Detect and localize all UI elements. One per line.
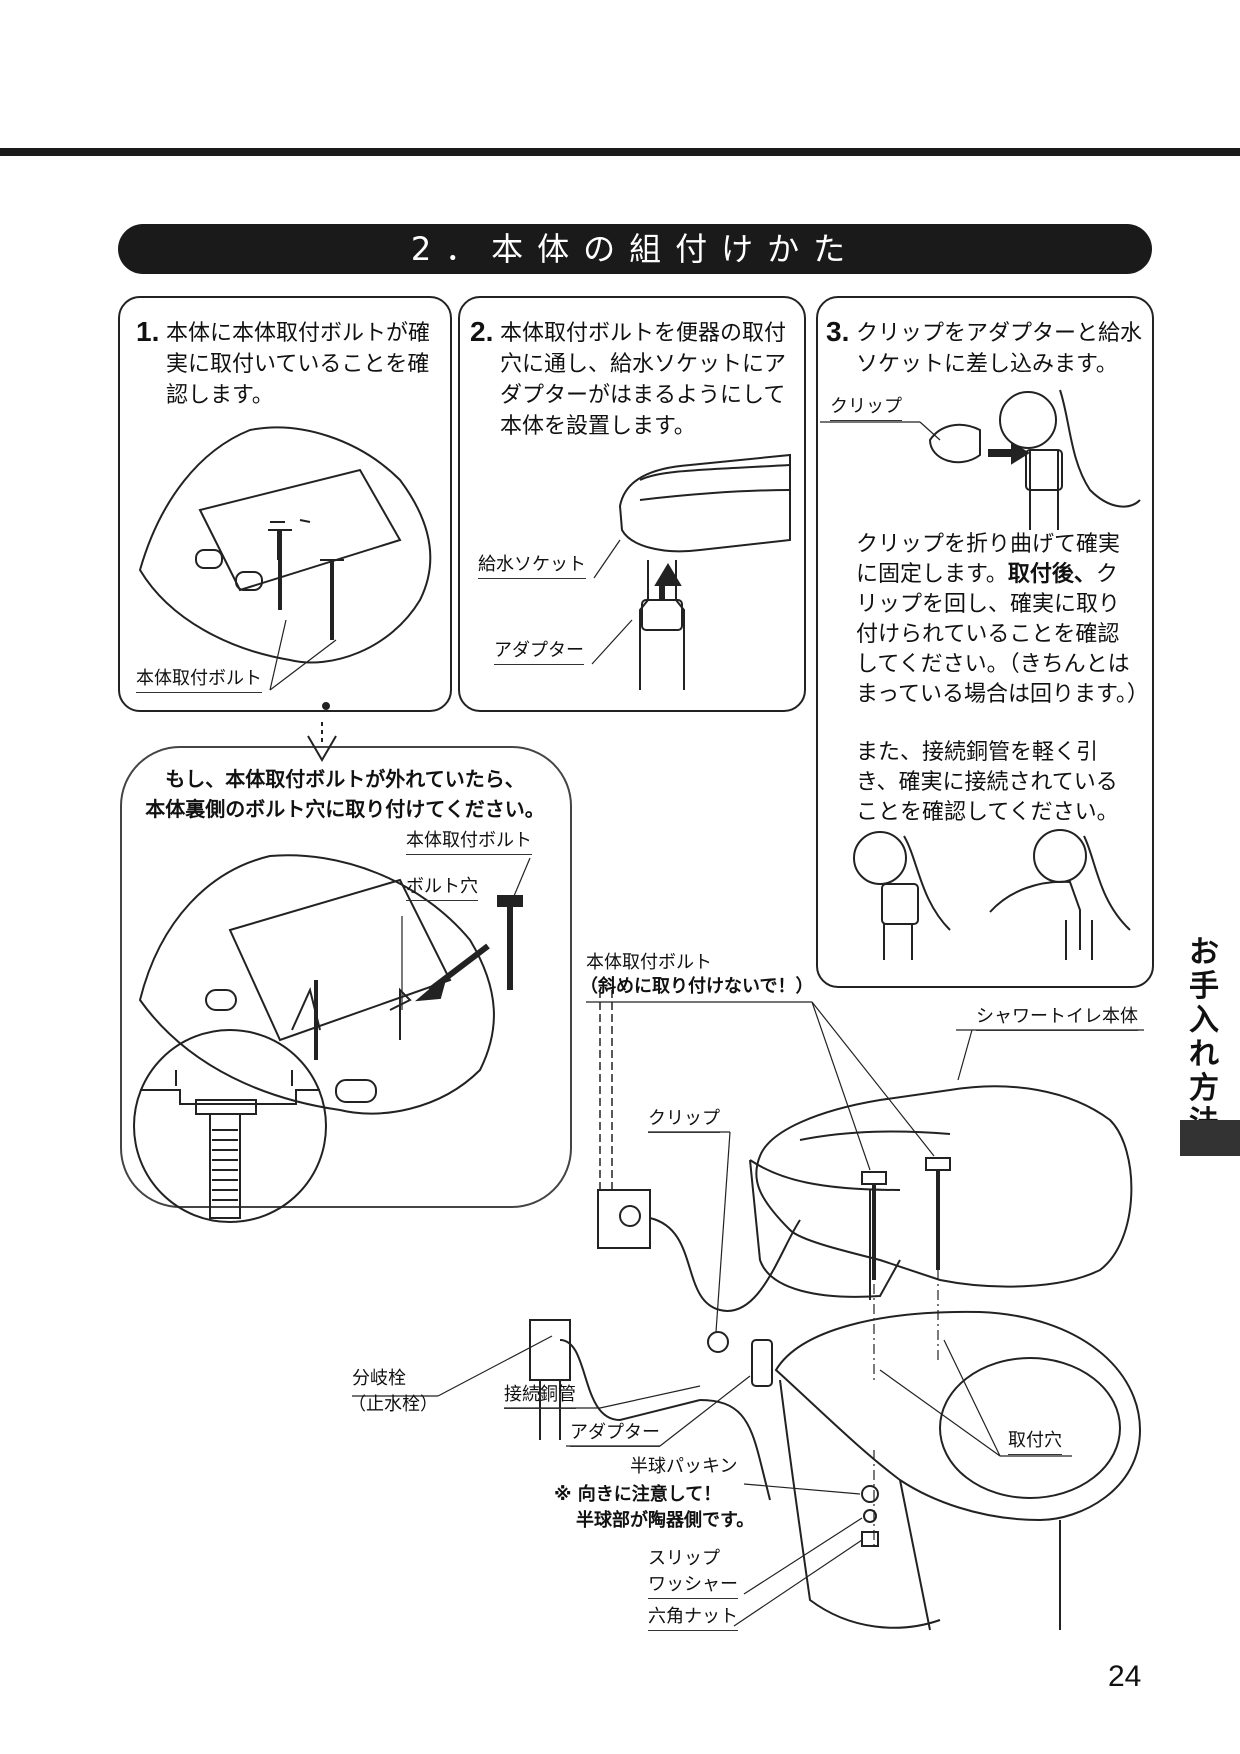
step3-clip-drawing xyxy=(928,389,1141,530)
connector-dot xyxy=(322,702,330,710)
main-slip-label-2: ワッシャー xyxy=(648,1574,738,1599)
warning-bolt-label: 本体取付ボルト xyxy=(406,830,532,855)
main-body-label: シャワートイレ本体 xyxy=(976,1006,1138,1031)
main-pipe-label: 接続銅管 xyxy=(504,1384,576,1409)
warning-panel xyxy=(120,746,572,1208)
side-tab-label: お手入れ方法 xyxy=(1189,935,1219,1140)
main-clip-label: クリップ xyxy=(648,1108,720,1133)
bolt-closeup-drawing xyxy=(133,986,327,1223)
warning-line-2: 本体裏側のボルト穴に取り付けてください。 xyxy=(145,797,545,821)
top-rule xyxy=(0,148,1240,156)
step1-number: 1. xyxy=(136,316,160,347)
step3-body: クリップをアダプターと給水ソケットに差し込みます。 xyxy=(856,321,1143,377)
step2-socket-label: 給水ソケット xyxy=(478,554,586,579)
warning-arrow-head xyxy=(414,973,448,1002)
step2-up-arrow xyxy=(654,563,682,586)
step3-rotate-drawing xyxy=(853,829,1131,960)
main-adapter-label: アダプター xyxy=(570,1422,660,1447)
step3-paragraph-1: クリップを折り曲げて確実に固定します。取付後、クリップを回し、確実に取り付けられ… xyxy=(856,530,1149,710)
main-packing-note-1: ※ 向きに注意して！ xyxy=(554,1484,722,1505)
main-valve-label: 分岐栓 xyxy=(352,1368,406,1389)
step3-number: 3. xyxy=(826,316,850,347)
main-packing-label: 半球パッキン xyxy=(630,1456,738,1477)
main-valve-note: （止水栓） xyxy=(348,1394,438,1415)
step1-leader-2 xyxy=(269,639,337,691)
step1-panel xyxy=(118,296,452,712)
step2-seat-drawing xyxy=(618,453,791,690)
step2-number: 2. xyxy=(470,316,494,347)
main-nut-part xyxy=(861,1531,879,1547)
main-bowl-drawing xyxy=(774,1310,1142,1631)
step2-panel xyxy=(458,296,806,712)
main-hole-label: 取付穴 xyxy=(1008,1430,1062,1455)
step1-seat-drawing xyxy=(138,426,432,664)
step3-p2: また、接続銅管を軽く引き、確実に接続されていることを確認してください。 xyxy=(856,740,1119,825)
main-bolt-note: （斜めに取り付けないで！） xyxy=(580,976,814,997)
main-bolt-label: 本体取付ボルト xyxy=(586,952,712,973)
side-tab-marker xyxy=(1180,1120,1240,1156)
step3-p1c: クリップを回し、確実に取り付けられていることを確認してください。（きちんとはまっ… xyxy=(856,562,1149,707)
main-packing-note-2: 半球部が陶器側です。 xyxy=(576,1510,755,1531)
main-clip-part xyxy=(707,1331,729,1353)
step3-clip-label: クリップ xyxy=(830,396,902,421)
warning-hole-label: ボルト穴 xyxy=(406,876,478,901)
step3-p1a: クリップを折り曲げて確実に固定します。 xyxy=(856,532,1121,587)
step2-body: 本体取付ボルトを便器の取付穴に通し、給水ソケットにアダプターがはまるようにして本… xyxy=(500,321,787,439)
step3-p1b: 取付後、 xyxy=(1007,562,1096,587)
step1-leader-1 xyxy=(269,619,287,691)
step3-paragraph-2: また、接続銅管を軽く引き、確実に接続されていることを確認してください。 xyxy=(856,738,1138,828)
main-seat-drawing xyxy=(749,1085,1133,1300)
main-packing-part xyxy=(861,1485,879,1503)
step2-adapter-label: アダプター xyxy=(494,640,584,665)
warning-line-1: もし、本体取付ボルトが外れていたら、 xyxy=(165,767,525,791)
step3-text: 3. クリップをアダプターと給水ソケットに差し込みます。 xyxy=(826,316,1143,380)
main-slip-label-1: スリップ xyxy=(648,1548,720,1569)
section-title: 2．本体の組付けかた xyxy=(118,224,1152,274)
step1-text: 1. 本体に本体取付ボルトが確実に取付いていることを確認します。 xyxy=(136,316,436,411)
main-nut-label: 六角ナット xyxy=(648,1606,738,1631)
page-number: 24 xyxy=(1108,1660,1142,1693)
main-washer-part xyxy=(863,1509,877,1523)
connector-arrowhead xyxy=(307,735,337,762)
step1-bolt-label: 本体取付ボルト xyxy=(136,668,262,693)
step2-text: 2. 本体取付ボルトを便器の取付穴に通し、給水ソケットにアダプターがはまるように… xyxy=(470,316,792,442)
main-valve-drawing xyxy=(529,1189,801,1501)
main-adapter-part xyxy=(751,1339,773,1387)
step1-body: 本体に本体取付ボルトが確実に取付いていることを確認します。 xyxy=(166,321,431,408)
